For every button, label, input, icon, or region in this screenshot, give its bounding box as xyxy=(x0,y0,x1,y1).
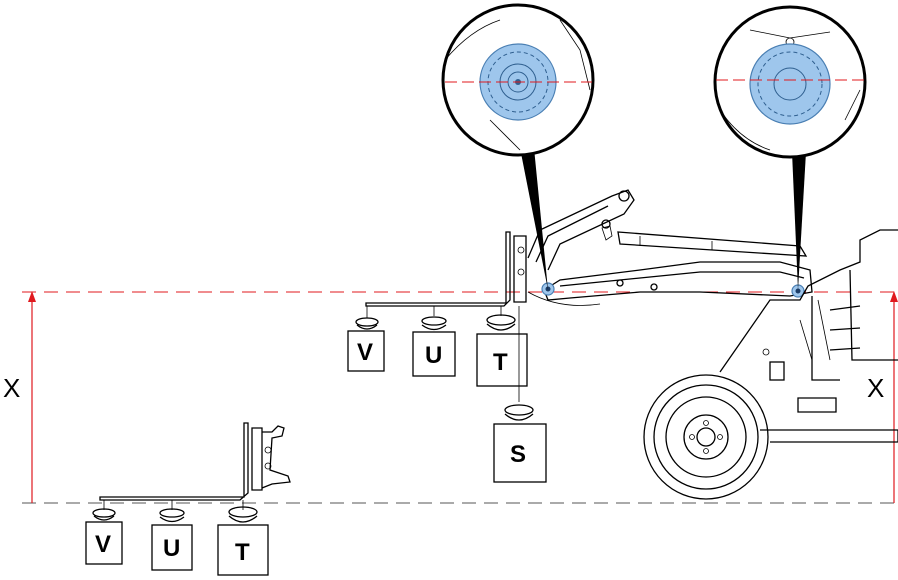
detail-left xyxy=(441,3,595,157)
lower-weight-t-label: T xyxy=(235,539,250,566)
upper-weight-u-label: U xyxy=(425,342,442,369)
upper-weight-s-label: S xyxy=(510,441,526,468)
pointer-left xyxy=(520,148,548,290)
lower-weight-u-label: U xyxy=(163,535,180,562)
detail-right xyxy=(713,5,867,159)
loader-arm xyxy=(527,189,813,306)
dimension-label-right: X xyxy=(867,373,884,403)
loader-body xyxy=(719,229,898,443)
upper-weight-u: U xyxy=(412,316,456,377)
upper-weight-s: S xyxy=(493,404,547,483)
dimension-left: X xyxy=(3,291,36,503)
upper-weight-t-label: T xyxy=(493,349,508,376)
lower-fork xyxy=(99,422,291,510)
lower-weight-v: V xyxy=(85,508,123,565)
pin-right xyxy=(791,284,805,298)
upper-weight-v-label: V xyxy=(357,339,373,366)
pin-left xyxy=(541,282,555,296)
front-wheel xyxy=(643,374,769,500)
lower-weight-v-label: V xyxy=(95,531,111,558)
dimension-label-left: X xyxy=(3,373,20,403)
dimension-right: X xyxy=(867,291,898,503)
upper-weight-t: T xyxy=(476,314,528,387)
upper-fork xyxy=(365,231,527,402)
arrow-up-icon xyxy=(28,291,36,302)
pointer-right xyxy=(792,152,806,290)
arrow-up-icon xyxy=(890,291,898,302)
lower-weight-u: U xyxy=(151,508,193,571)
reference-lines xyxy=(22,291,898,504)
lower-weight-t: T xyxy=(217,506,269,576)
upper-weight-v: V xyxy=(347,317,385,372)
